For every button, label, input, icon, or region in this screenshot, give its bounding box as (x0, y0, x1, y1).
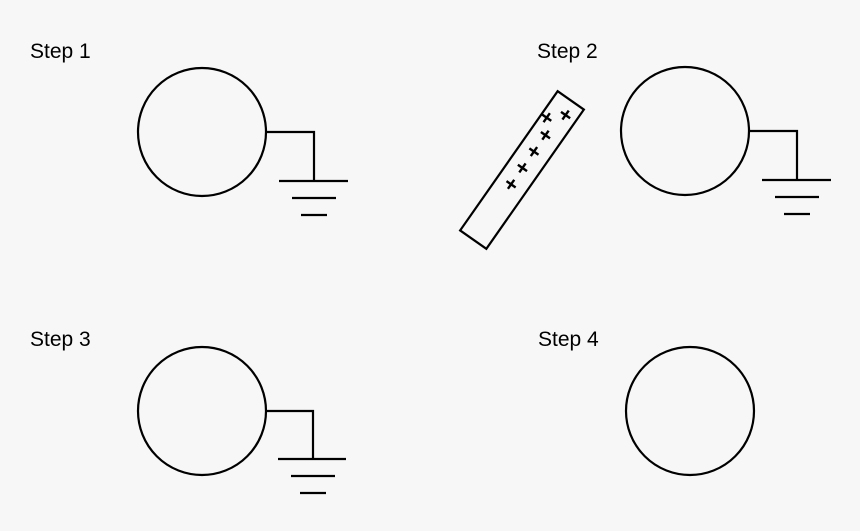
step-2-ground-symbol-icon (762, 178, 831, 216)
step-2-ground-wire (749, 129, 799, 180)
step-1-panel: Step 1 (30, 40, 348, 217)
step-4-sphere (624, 345, 756, 477)
step-1-ground-symbol-icon (279, 179, 348, 217)
charged-rod: + + + + + + (458, 89, 586, 251)
step-1-sphere (136, 66, 268, 198)
step-1-ground-wire (266, 130, 316, 181)
step-3-ground-wire (266, 409, 315, 459)
step-4-label: Step 4 (538, 328, 599, 351)
step-3-label: Step 3 (30, 328, 91, 351)
charged-rod-body (458, 89, 586, 251)
step-3-sphere (136, 345, 268, 477)
step-2-label: Step 2 (537, 40, 598, 63)
step-3-ground-symbol-icon (278, 457, 346, 495)
step-4-panel: Step 4 (538, 328, 756, 477)
step-2-sphere (619, 65, 751, 197)
step-2-panel: Step 2 + + + + + + (458, 40, 831, 251)
step-3-panel: Step 3 (30, 328, 346, 495)
step-1-label: Step 1 (30, 40, 91, 63)
